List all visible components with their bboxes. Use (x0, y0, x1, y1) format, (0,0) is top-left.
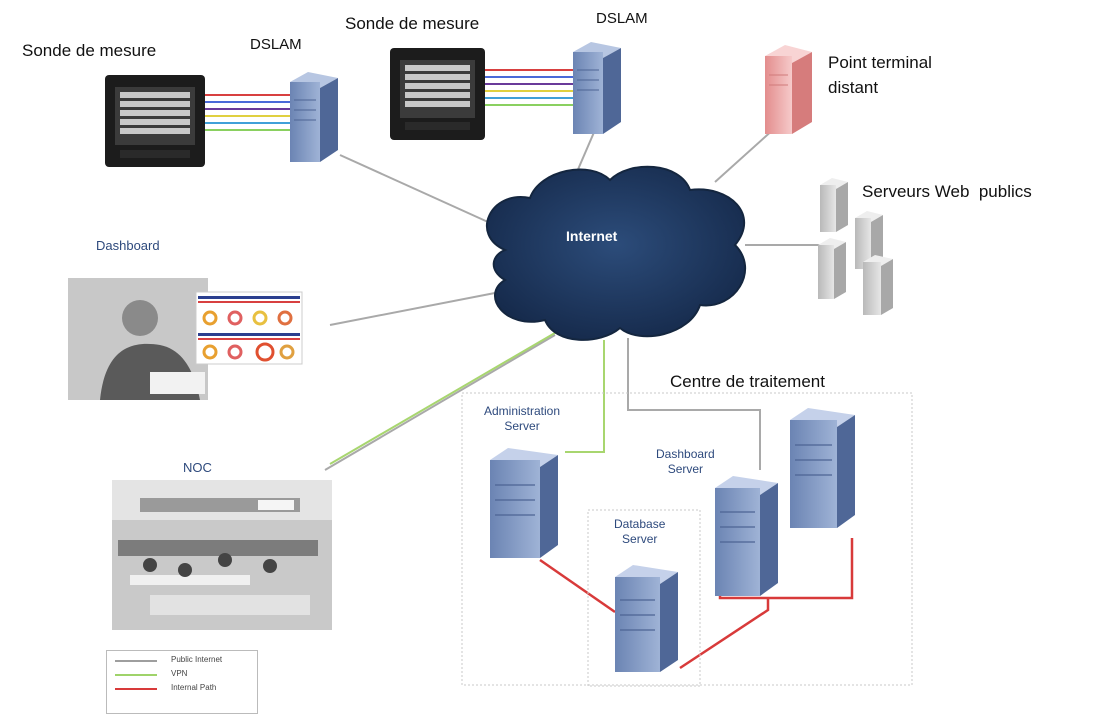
legend: Public Internet VPN Internal Path (106, 650, 258, 714)
public-web-servers-label: Serveurs Web publics (862, 182, 1032, 201)
dashboard-label: Dashboard (96, 238, 160, 253)
admin-server (490, 448, 558, 558)
legend-label: Internal Path (171, 683, 217, 692)
legend-item-internal-path: Internal Path (115, 683, 255, 695)
noc-label: NOC (183, 460, 212, 475)
probe-center (390, 48, 485, 140)
link-remote-endpoint-internet (714, 127, 776, 183)
probe-center-cables (485, 69, 575, 106)
remote-endpoint-label: Point terminal distant (828, 50, 932, 100)
internet-label: Internet (566, 228, 618, 244)
processing-center-box (461, 392, 913, 686)
dashboard-server (715, 476, 778, 596)
legend-swatch (115, 688, 157, 690)
remote-endpoint-label-line1: Point terminal (828, 53, 932, 72)
public-links (324, 127, 820, 471)
admin-server-label: Administration Server (484, 404, 560, 434)
probe-left-cables (205, 94, 290, 131)
probe-left (105, 75, 205, 167)
dslam-center-label: DSLAM (596, 10, 648, 27)
internet-cloud (486, 165, 747, 341)
database-server-label: Database Server (614, 517, 665, 547)
internal-db-dashboard (679, 598, 770, 670)
probe-left-label: Sonde de mesure (22, 41, 157, 60)
probe-center-label: Sonde de mesure (345, 14, 480, 33)
internal-links (539, 538, 854, 670)
database-server-label-line2: Server (622, 532, 658, 546)
dashboard-photo (68, 278, 208, 400)
vpn-admin (565, 340, 605, 453)
web-server-4 (863, 255, 893, 315)
public-web-servers (818, 178, 893, 315)
legend-label: VPN (171, 669, 188, 678)
link-dslam-left-internet (339, 154, 489, 223)
legend-swatch (115, 674, 157, 676)
vpn-links (329, 329, 605, 465)
admin-server-label-line2: Server (504, 419, 540, 433)
dslam-center-server (573, 42, 621, 134)
legend-swatch (115, 660, 157, 662)
processing-center-label: Centre de traitement (670, 372, 825, 391)
vpn-noc (329, 329, 561, 465)
web-server-2 (855, 211, 883, 269)
link-dashboard-internet (329, 291, 501, 326)
remote-endpoint-label-line2: distant (828, 78, 879, 97)
processing-server-right (790, 408, 855, 528)
legend-item-vpn: VPN (115, 669, 255, 681)
dashboard-screen (195, 291, 303, 365)
legend-item-public-internet: Public Internet (115, 655, 255, 667)
database-server-label-line1: Database (614, 517, 666, 531)
admin-server-label-line1: Administration (484, 404, 561, 418)
web-server-1 (820, 178, 848, 232)
web-server-3 (818, 238, 846, 299)
dslam-left-label: DSLAM (250, 36, 302, 53)
legend-label: Public Internet (171, 655, 223, 664)
dashboard-server-label-line2: Server (667, 462, 704, 476)
database-server-box (587, 509, 701, 687)
remote-endpoint-server (765, 45, 812, 134)
internal-admin-db (539, 558, 616, 614)
noc-photo (112, 480, 332, 630)
link-internet-processing (627, 338, 761, 470)
link-noc-internet (324, 334, 556, 471)
dashboard-server-label: Dashboard Server (656, 447, 715, 477)
dashboard-server-label-line1: Dashboard (656, 447, 715, 461)
dslam-left-server (290, 72, 338, 162)
database-server (615, 565, 678, 672)
